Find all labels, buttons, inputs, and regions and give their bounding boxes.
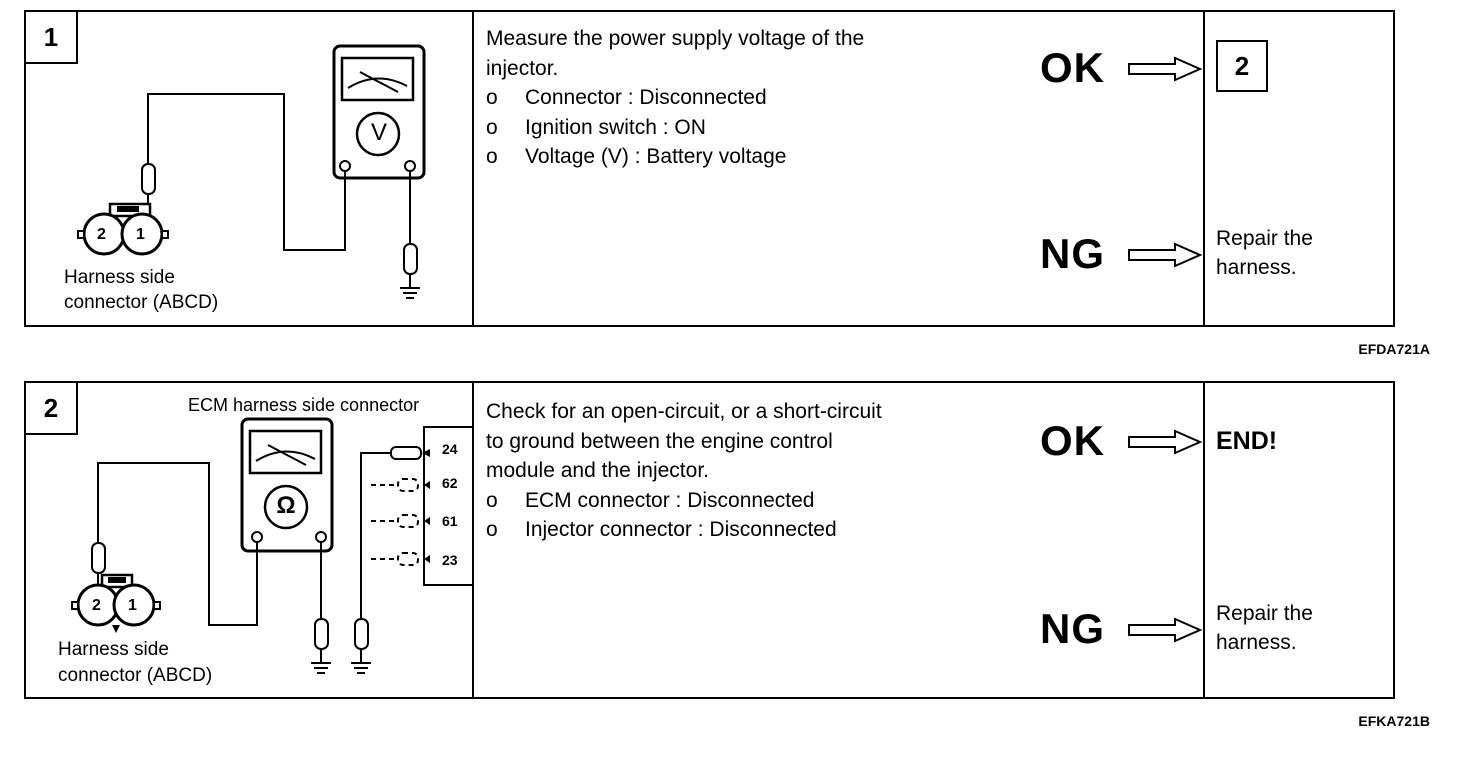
bullet-marker: o bbox=[486, 488, 498, 512]
connector-caption-line-2: connector (ABCD) bbox=[58, 665, 213, 686]
bullet-marker: o bbox=[486, 518, 498, 541]
bullet-item: o Voltage (V) : Battery voltage bbox=[486, 142, 864, 172]
instruction-line: injector. bbox=[486, 56, 559, 80]
bullet-item: o Injector connector : Disconnected bbox=[486, 515, 882, 545]
bullet-marker: o bbox=[486, 145, 498, 168]
step-2-table: 2 bbox=[24, 381, 1395, 699]
figure-code: EFKA721B bbox=[1358, 713, 1430, 729]
ok-arrow-icon bbox=[1128, 56, 1203, 82]
pin-label-2: 2 bbox=[97, 226, 106, 243]
ecm-pin-24: 24 bbox=[442, 441, 458, 457]
ecm-connector-label: ECM harness side connector bbox=[188, 395, 420, 415]
meter-symbol: Ω bbox=[276, 492, 296, 519]
ng-result-line: harness. bbox=[1216, 256, 1297, 279]
ng-result-line: Repair the bbox=[1216, 227, 1313, 250]
step-1-table: 1 bbox=[24, 10, 1395, 327]
instruction-line: Measure the power supply voltage of the bbox=[486, 27, 865, 50]
bullet-text: Voltage (V) : Battery voltage bbox=[525, 145, 787, 168]
instruction-line: Check for an open-circuit, or a short-ci… bbox=[486, 400, 882, 423]
divider bbox=[472, 12, 474, 325]
connector-caption-line-1: Harness side bbox=[58, 639, 169, 660]
ok-arrow-icon bbox=[1128, 429, 1203, 455]
ecm-pin-23: 23 bbox=[442, 552, 458, 568]
instruction-line: module and the injector. bbox=[486, 459, 709, 482]
pin-label-1: 1 bbox=[128, 597, 137, 614]
ok-result: END! bbox=[1216, 427, 1278, 455]
bullet-text: ECM connector : Disconnected bbox=[525, 488, 815, 512]
goto-step-box: 2 bbox=[1216, 40, 1268, 92]
resistance-test-diagram bbox=[71, 417, 472, 674]
divider bbox=[1203, 383, 1205, 697]
divider bbox=[1203, 12, 1205, 325]
ng-result-line: harness. bbox=[1216, 631, 1297, 654]
injector-connector-icon bbox=[77, 202, 169, 256]
ng-arrow-icon bbox=[1128, 242, 1203, 268]
bullet-item: o ECM connector : Disconnected bbox=[486, 486, 882, 516]
ng-result: Repair the harness. bbox=[1216, 224, 1313, 282]
ng-result: Repair the harness. bbox=[1216, 599, 1313, 657]
ecm-pin-61: 61 bbox=[442, 513, 458, 529]
injector-connector-icon bbox=[71, 573, 161, 633]
pin-label-2: 2 bbox=[92, 597, 101, 614]
voltage-test-diagram bbox=[77, 44, 426, 299]
divider bbox=[472, 383, 474, 697]
bullet-text: Ignition switch : ON bbox=[525, 115, 706, 139]
ohmmeter-icon bbox=[240, 417, 334, 553]
ecm-pin-62: 62 bbox=[442, 475, 458, 491]
step-2-diagram: ECM harness side connector Ω 24 62 61 23… bbox=[26, 383, 474, 697]
ng-arrow-icon bbox=[1128, 617, 1203, 643]
ok-label: OK bbox=[1040, 417, 1105, 464]
bullet-marker: o bbox=[486, 86, 498, 109]
bullet-text: Injector connector : Disconnected bbox=[525, 518, 837, 541]
step-number: 1 bbox=[26, 12, 78, 64]
voltmeter-icon bbox=[332, 44, 426, 180]
step-number: 2 bbox=[26, 383, 78, 435]
ng-label: NG bbox=[1040, 230, 1105, 277]
bullet-marker: o bbox=[486, 115, 498, 139]
step-1-diagram: V 2 1 Harness side connector (ABCD) bbox=[26, 12, 474, 325]
ok-label: OK bbox=[1040, 44, 1105, 91]
figure-code: EFDA721A bbox=[1358, 341, 1430, 357]
pin-label-1: 1 bbox=[136, 226, 145, 243]
ng-result-line: Repair the bbox=[1216, 602, 1313, 625]
meter-symbol: V bbox=[370, 119, 387, 146]
instruction-line: to ground between the engine control bbox=[486, 429, 833, 453]
ng-label: NG bbox=[1040, 605, 1105, 652]
step-2-instructions: Check for an open-circuit, or a short-ci… bbox=[486, 397, 882, 545]
bullet-item: o Connector : Disconnected bbox=[486, 83, 864, 113]
bullet-text: Connector : Disconnected bbox=[525, 86, 767, 109]
bullet-item: o Ignition switch : ON bbox=[486, 113, 864, 143]
connector-caption-line-1: Harness side bbox=[64, 267, 175, 288]
step-1-instructions: Measure the power supply voltage of the … bbox=[486, 24, 864, 172]
connector-caption-line-2: connector (ABCD) bbox=[64, 292, 219, 313]
